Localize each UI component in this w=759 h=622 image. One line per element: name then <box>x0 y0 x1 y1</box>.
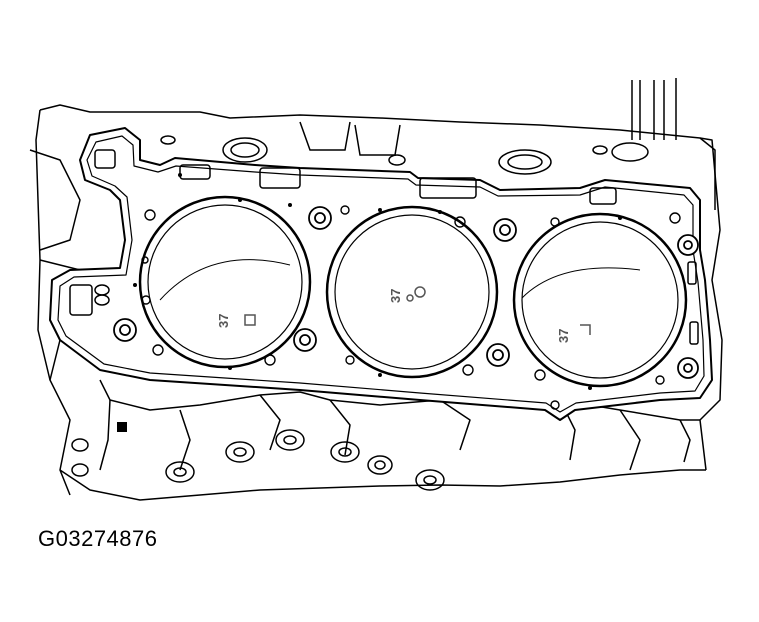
block-plug <box>117 422 127 432</box>
cylinder-bore-2 <box>325 205 499 379</box>
gasket-top-slots <box>179 164 617 205</box>
head-bolt-holes <box>113 206 699 379</box>
gasket-left-slots <box>69 149 116 316</box>
piston-stamp-2: 37 <box>388 289 403 303</box>
cylinder-bores <box>138 195 688 388</box>
lower-bolt-bosses <box>71 429 445 491</box>
cylinder-bore-3 <box>512 212 688 388</box>
piston-markings: 37 37 37 <box>216 286 591 343</box>
piston-stamp-1: 37 <box>216 314 231 328</box>
piston-stamp-3: 37 <box>556 329 571 343</box>
figure-code-caption: G03274876 <box>38 526 158 551</box>
block-deck-features <box>160 121 649 175</box>
gasket-right-slots <box>687 261 699 345</box>
gasket-small-holes <box>141 205 681 410</box>
gasket-pin-dots <box>133 173 622 390</box>
cylinder-bore-1 <box>138 195 312 369</box>
